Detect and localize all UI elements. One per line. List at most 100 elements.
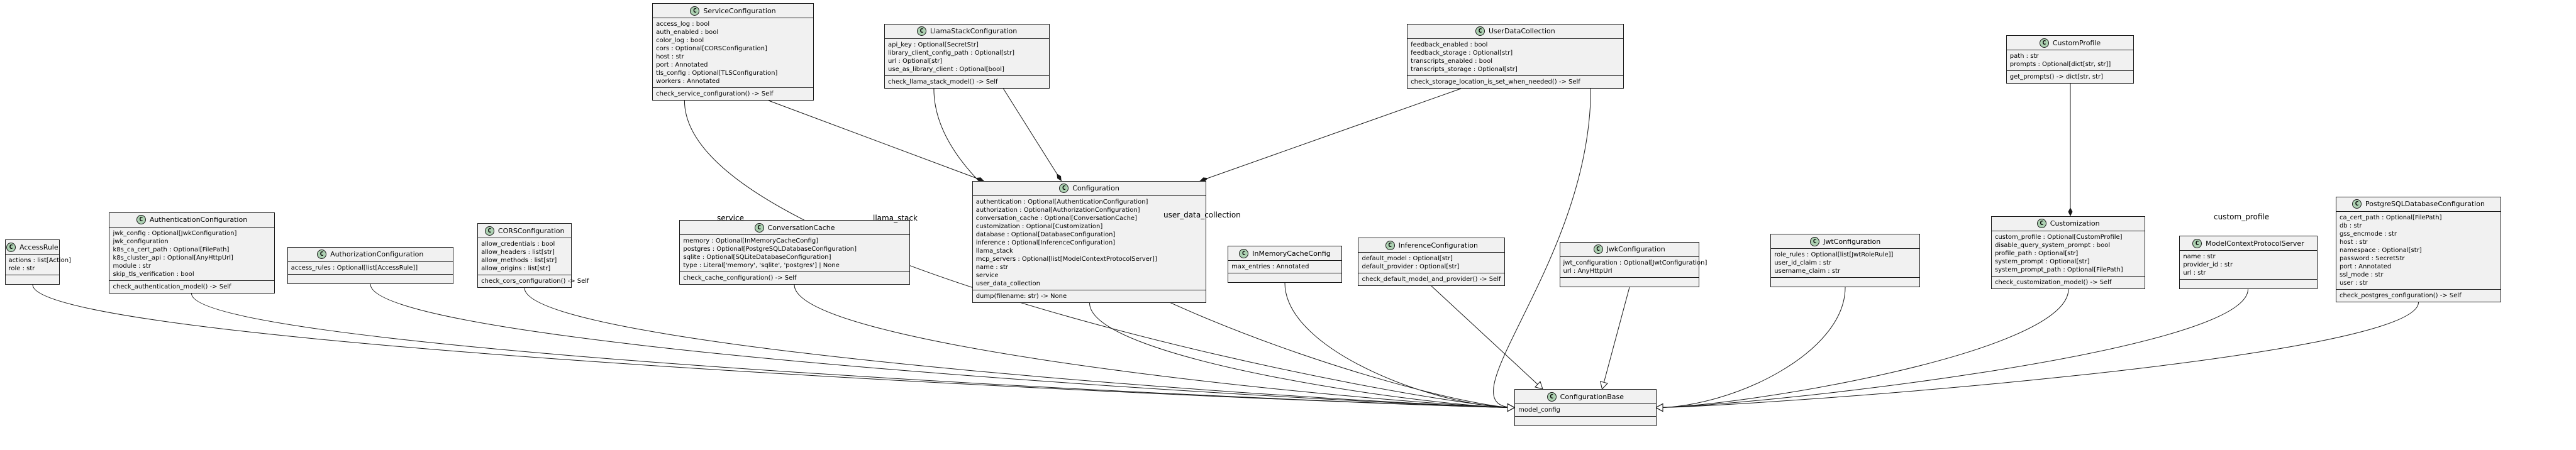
attribute: authentication : Optional[Authentication… bbox=[975, 198, 1148, 206]
attribute: transcripts_storage : Optional[str] bbox=[1411, 65, 1518, 73]
attribute: prompts : Optional[dict[str, str]] bbox=[2009, 61, 2111, 69]
methods-section: check_authentication_model() -> Self bbox=[109, 281, 274, 293]
attribute: use_as_library_client : Optional[bool] bbox=[888, 65, 1004, 73]
class-header: C Customization bbox=[1991, 217, 2145, 231]
attribute: jwk_config : Optional[JwkConfiguration] bbox=[113, 229, 237, 237]
attribute: db : str bbox=[2339, 222, 2362, 229]
attribute: url : str bbox=[2183, 270, 2206, 277]
attribute: access_log : bool bbox=[656, 21, 710, 28]
class-icon: C bbox=[916, 26, 926, 36]
inheritance-edge-llama-stack-configuration bbox=[933, 88, 1515, 408]
composition-diamond-user-data-collection bbox=[1199, 177, 1208, 182]
composition-diamond-llama-stack bbox=[1057, 173, 1062, 181]
attribute: system_prompt_path : Optional[FilePath] bbox=[1994, 266, 2123, 273]
methods-section bbox=[288, 275, 453, 283]
attribute: customization : Optional[Customization] bbox=[975, 222, 1103, 230]
class-icon: C bbox=[2036, 219, 2046, 229]
attribute: skip_tls_verification : bool bbox=[113, 270, 194, 278]
class-customization: C Customization custom_profile : Optional[… bbox=[1990, 216, 2146, 289]
attribute: authorization : Optional[AuthorizationCo… bbox=[975, 206, 1140, 214]
class-icon: C bbox=[2352, 199, 2362, 209]
class-icon: C bbox=[754, 222, 764, 233]
attribute: disable_query_system_prompt : bool bbox=[1994, 241, 2111, 249]
class-icon: C bbox=[2192, 238, 2202, 248]
class-name: InMemoryCacheConfig bbox=[1252, 249, 1331, 258]
class-name: ConversationCache bbox=[767, 223, 835, 232]
attribute: actions : list[Action] bbox=[8, 257, 72, 265]
method: check_customization_model() -> Self bbox=[1994, 278, 2112, 286]
attributes-section: access_rules : Optional[list[AccessRule]… bbox=[287, 262, 453, 275]
attribute: username_claim : str bbox=[1774, 268, 1841, 275]
relation-label-llama-stack: llama_stack bbox=[873, 214, 918, 222]
method: get_prompts() -> dict[str, str] bbox=[2009, 74, 2104, 81]
attribute: custom_profile : Optional[CustomProfile] bbox=[1994, 233, 2123, 241]
attribute: password : SecretStr bbox=[2339, 255, 2405, 262]
attribute: database : Optional[DatabaseConfiguratio… bbox=[975, 231, 1116, 238]
attribute: k8s_ca_cert_path : Optional[FilePath] bbox=[113, 246, 230, 253]
attribute: url : AnyHttpUrl bbox=[1563, 267, 1613, 275]
composition-edge-user-data-collection bbox=[1199, 88, 1462, 182]
methods-section bbox=[1771, 278, 1919, 287]
attributes-section: role_rules : Optional[list[JwtRoleRule]]… bbox=[1771, 249, 1920, 278]
methods-section bbox=[1228, 273, 1341, 282]
inheritance-edge-configuration bbox=[1089, 302, 1515, 408]
class-name: UserDataCollection bbox=[1488, 27, 1555, 36]
methods-section: get_prompts() -> dict[str, str] bbox=[2007, 71, 2134, 83]
class-name: CORSConfiguration bbox=[497, 226, 565, 235]
relation-label-service: service bbox=[717, 214, 744, 222]
composition-edge-service bbox=[768, 100, 984, 182]
class-name: AccessRule bbox=[19, 243, 58, 251]
attribute: gss_encmode : str bbox=[2339, 230, 2397, 238]
attribute: jwt_configuration : Optional[JwtConfigur… bbox=[1563, 259, 1707, 266]
attributes-section: custom_profile : Optional[CustomProfile]… bbox=[1991, 231, 2145, 277]
class-icon: C bbox=[1810, 236, 1820, 246]
attribute: default_provider : Optional[str] bbox=[1362, 263, 1460, 271]
attributes-section: model_config bbox=[1515, 404, 1656, 417]
attributes-section: max_entries : Annotated bbox=[1228, 261, 1341, 274]
attribute: default_model : Optional[str] bbox=[1362, 255, 1453, 263]
class-name: ServiceConfiguration bbox=[703, 6, 776, 15]
attributes-section: actions : list[Action]role : str bbox=[5, 255, 72, 276]
attribute: ca_cert_path : Optional[FilePath] bbox=[2339, 214, 2442, 221]
class-icon: C bbox=[317, 250, 327, 260]
method: check_default_model_and_provider() -> Se… bbox=[1362, 276, 1501, 283]
attribute: auth_enabled : bool bbox=[656, 29, 719, 36]
attribute: user_data_collection bbox=[975, 280, 1041, 287]
composition-diamond-custom-profile bbox=[2068, 207, 2073, 216]
attribute: role_rules : Optional[list[JwtRoleRule]] bbox=[1774, 251, 1894, 259]
inheritance-edge-customization bbox=[1655, 288, 2069, 408]
inheritance-edge-inference-configuration bbox=[1431, 285, 1543, 390]
method: check_cache_configuration() -> Self bbox=[683, 275, 797, 282]
class-icon: C bbox=[484, 226, 494, 236]
attribute: port : Annotated bbox=[2339, 263, 2392, 270]
attribute: host : str bbox=[2339, 238, 2368, 246]
attribute: name : str bbox=[2183, 253, 2216, 261]
method: check_cors_configuration() -> Self bbox=[481, 278, 589, 285]
inheritance-edge-jwk-configuration bbox=[1602, 287, 1630, 390]
inheritance-edge-conversation-cache bbox=[794, 284, 1515, 408]
relation-label-user-data-collection: user_data_collection bbox=[1163, 211, 1241, 219]
inheritance-edge-user-data-collection bbox=[1493, 88, 1591, 408]
attribute: host : str bbox=[656, 53, 684, 60]
inheritance-arrow-inference-configuration bbox=[1534, 381, 1543, 390]
class-name: Customization bbox=[2050, 219, 2100, 228]
